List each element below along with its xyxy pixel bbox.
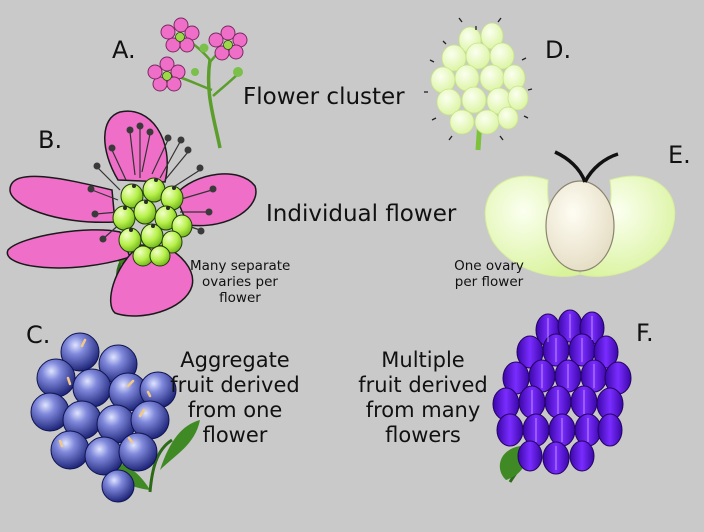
heading-flower-cluster: Flower cluster [243,84,405,110]
label-f: F. [636,319,654,347]
note-one-ovary-line-2: per flower [454,274,524,290]
multiple-line-2: fruit derived [358,373,488,397]
note-separate-ovaries-line-2: ovaries per [202,274,278,290]
individual-flower-illustration [6,110,257,317]
multiple-line-4: flowers [385,423,461,447]
note-one-ovary: One ovary per flower [446,258,532,290]
aggregate-fruit-illustration [30,332,200,503]
flower-cluster-illustration [147,17,248,149]
aggregate-line-2: fruit derived [170,373,300,397]
label-a: A. [112,36,136,64]
note-separate-ovaries: Many separate ovaries per flower [190,258,290,306]
single-ovary-flower-illustration [484,150,676,277]
label-d: D. [545,36,572,64]
note-one-ovary-line-1: One ovary [454,258,524,274]
pale-inflorescence-illustration [424,17,533,151]
multiple-line-1: Multiple [381,348,465,372]
label-e: E. [668,141,691,169]
label-c: C. [26,321,51,349]
multiple-line-3: from many [365,398,481,422]
label-b: B. [38,126,63,154]
multiple-fruit-description: Multiple fruit derived from many flowers [352,348,494,448]
multiple-fruit-illustration [492,309,632,483]
aggregate-fruit-description: Aggregate fruit derived from one flower [164,348,306,448]
aggregate-line-3: from one [187,398,283,422]
aggregate-line-4: flower [202,423,268,447]
heading-individual-flower: Individual flower [266,201,457,227]
aggregate-line-1: Aggregate [180,348,290,372]
note-separate-ovaries-line-3: flower [219,290,261,306]
note-separate-ovaries-line-1: Many separate [190,258,291,274]
